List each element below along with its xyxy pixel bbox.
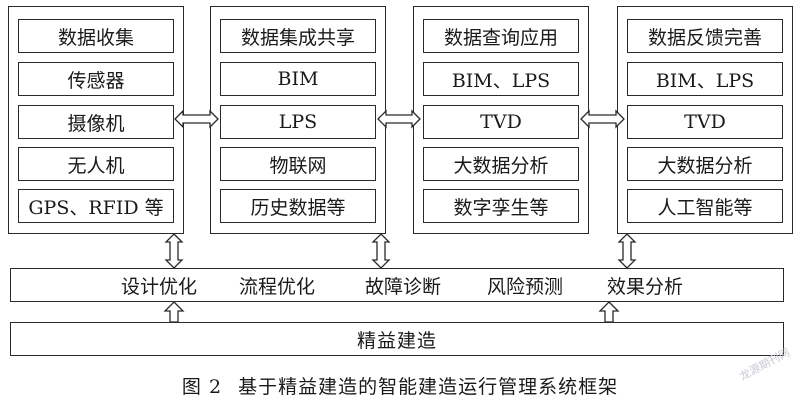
double-arrow-icon [371,233,391,269]
column-item: 传感器 [18,62,174,96]
up-arrow-icon [598,301,620,323]
column-item: 无人机 [18,147,174,181]
double-arrow-icon [617,233,637,269]
figure-caption: 图 2 基于精益建造的智能建造运行管理系统框架 [0,372,800,399]
column-data-query: 数据查询应用 BIM、LPS TVD 大数据分析 数字孪生等 [413,6,589,234]
column-item: 大数据分析 [423,147,579,181]
column-header: 数据收集 [18,19,174,53]
caption-number: 图 2 [181,376,223,398]
bar-item-design-optimization: 设计优化 [121,275,198,298]
column-item: 物联网 [220,147,376,181]
optimization-bar: 设计优化 流程优化 故障诊断 风险预测 效果分析 [10,268,784,302]
column-data-integration: 数据集成共享 BIM LPS 物联网 历史数据等 [210,6,386,234]
bar-item-process-optimization: 流程优化 [239,275,316,298]
column-header: 数据集成共享 [220,19,376,53]
column-data-feedback: 数据反馈完善 BIM、LPS TVD 大数据分析 人工智能等 [617,6,793,234]
column-item: 大数据分析 [627,147,783,181]
column-header: 数据反馈完善 [627,19,783,53]
column-data-collection: 数据收集 传感器 摄像机 无人机 GPS、RFID 等 [8,6,184,234]
column-item: BIM [220,62,376,96]
column-item: 历史数据等 [220,189,376,223]
column-item: BIM、LPS [423,62,579,96]
column-item: TVD [423,105,579,139]
bar-item-effect-analysis: 效果分析 [607,275,684,298]
double-arrow-icon [164,233,184,269]
bar-item-risk-prediction: 风险预测 [487,275,564,298]
column-item: BIM、LPS [627,62,783,96]
caption-title: 基于精益建造的智能建造运行管理系统框架 [238,376,619,398]
column-header: 数据查询应用 [423,19,579,53]
base-bar: 精益建造 [10,322,784,356]
column-item: 人工智能等 [627,189,783,223]
column-item: 摄像机 [18,105,174,139]
column-item: 数字孪生等 [423,189,579,223]
column-item: TVD [627,105,783,139]
column-item: LPS [220,105,376,139]
column-item: GPS、RFID 等 [18,189,174,223]
up-arrow-icon [163,301,185,323]
base-bar-label: 精益建造 [356,329,437,352]
bar-item-fault-diagnosis: 故障诊断 [365,275,442,298]
